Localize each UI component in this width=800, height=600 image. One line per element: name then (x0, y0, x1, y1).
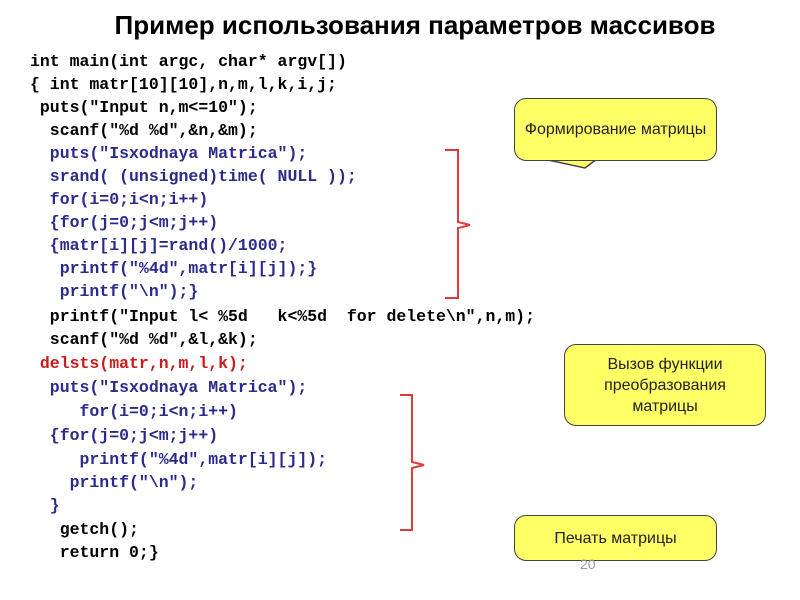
brace-print (400, 394, 425, 531)
code-line: { int matr[10][10],n,m,l,k,i,j; (30, 75, 337, 94)
code-line: puts("Input n,m<=10"); (30, 98, 258, 117)
code-line: printf("%4d",matr[i][j]);} (30, 259, 318, 278)
callout-function-call: Вызов функции преобразования матрицы (564, 344, 766, 426)
code-line: getch(); (30, 520, 139, 539)
code-line: printf("\n"); (30, 473, 199, 492)
code-line: {for(j=0;j<m;j++) (30, 213, 219, 232)
code-line: return 0;} (30, 543, 159, 562)
code-line: printf("%4d",matr[i][j]); (30, 450, 328, 469)
brace-form (445, 149, 471, 299)
code-line-function-call: delsts(matr,n,m,l,k); (30, 354, 248, 373)
code-line: for(i=0;i<n;i++) (30, 402, 238, 421)
code-line: srand( (unsigned)time( NULL )); (30, 167, 357, 186)
code-line: printf("Input l< %5d k<%5d for delete\n"… (30, 307, 535, 326)
code-line: for(i=0;i<n;i++) (30, 190, 209, 209)
code-line: {for(j=0;j<m;j++) (30, 426, 219, 445)
code-line: puts("Isxodnaya Matrica"); (30, 378, 308, 397)
page-number: 20 (580, 556, 596, 572)
callout-matrix-print: Печать матрицы (514, 515, 717, 561)
callout-matrix-formation: Формирование матрицы (514, 98, 717, 161)
code-line: scanf("%d %d",&n,&m); (30, 121, 258, 140)
code-line: {matr[i][j]=rand()/1000; (30, 236, 288, 255)
code-line: puts("Isxodnaya Matrica"); (30, 144, 308, 163)
code-line: scanf("%d %d",&l,&k); (30, 330, 258, 349)
code-line: int main(int argc, char* argv[]) (30, 52, 347, 71)
code-line: } (30, 496, 60, 515)
code-line: printf("\n");} (30, 282, 199, 301)
slide-title: Пример использования параметров массивов (114, 10, 716, 40)
